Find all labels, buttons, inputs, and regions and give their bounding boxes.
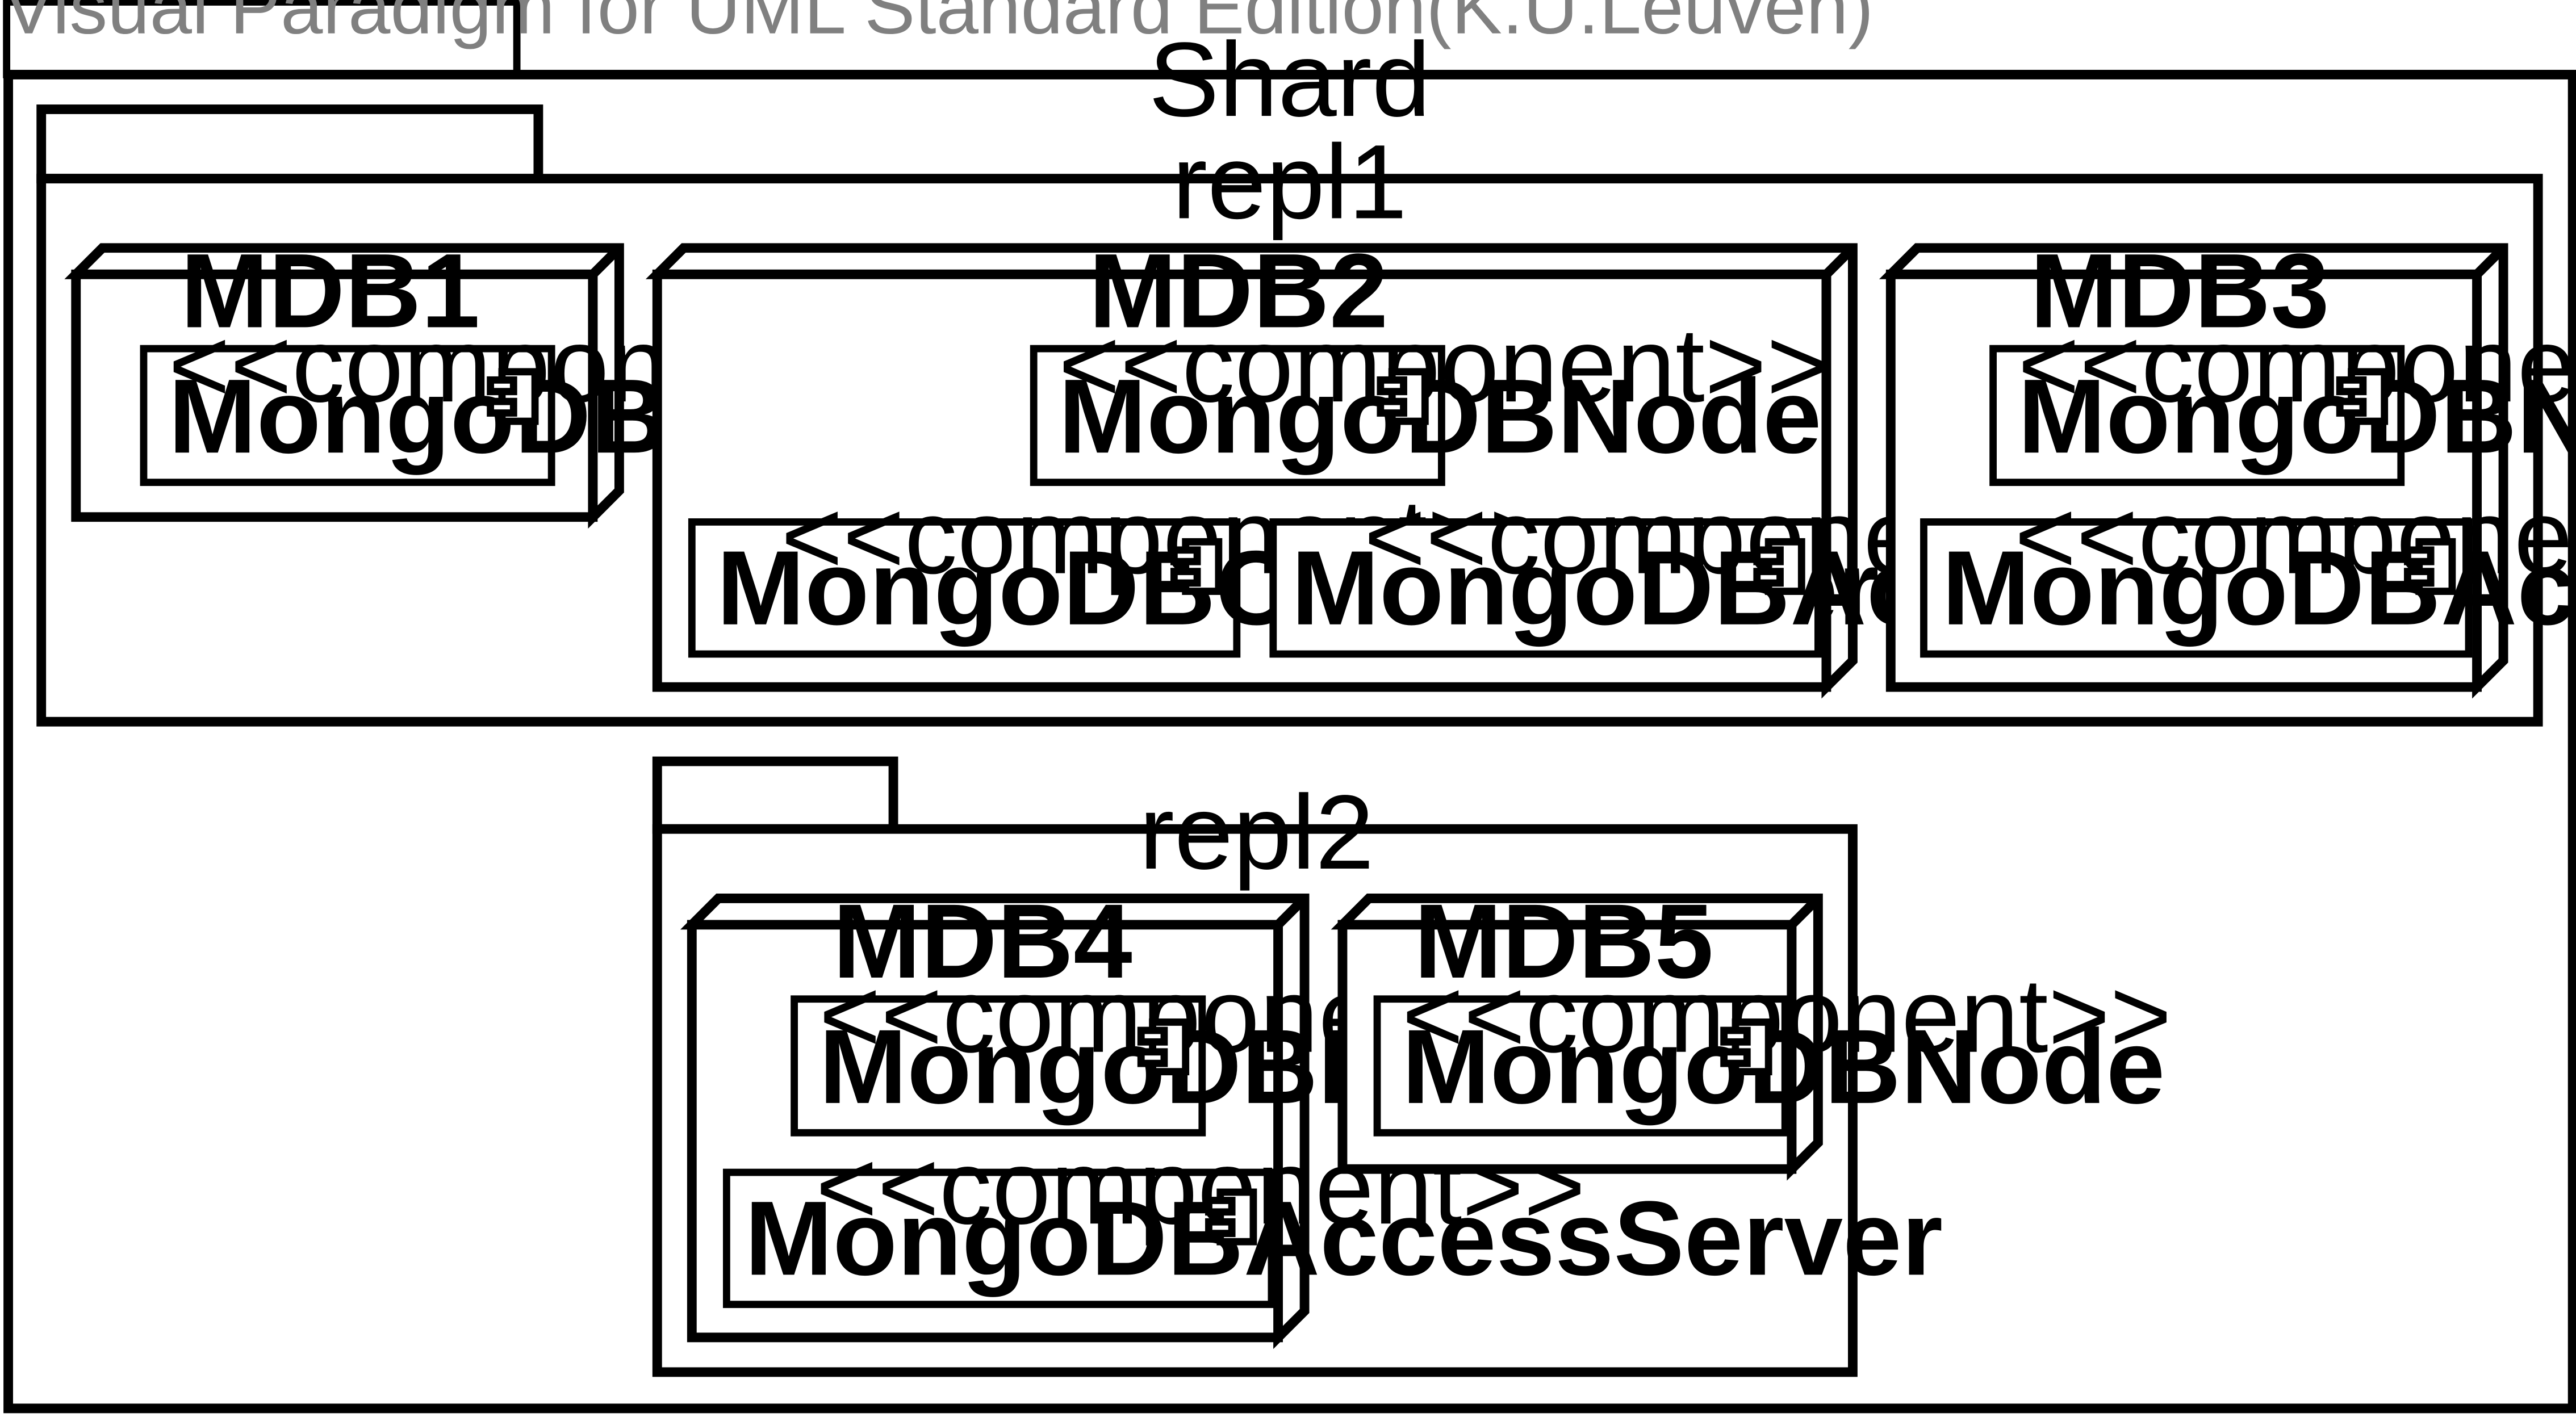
component-icon [2404,538,2456,595]
component-mongodbnode[interactable]: <<component>> MongoDBNode [1373,957,2172,1137]
component-mongodbaccessserver[interactable]: <<component>> MongoDBAccessServer [722,1129,1943,1309]
node-mdb1[interactable]: MDB1 <<component>> MongoDBNode [64,232,938,529]
component-icon [1753,538,1805,595]
component-name: MongoDBAccessServer [1942,530,2576,647]
component-mongodbnode[interactable]: <<component>> MongoDBNode [1030,307,1828,487]
node-mdb5[interactable]: MDB5 <<component>> MongoDBNode [1331,883,2172,1181]
component-mongodbnode[interactable]: <<component>> MongoDBNode [1989,307,2576,487]
node-mdb2-label: MDB2 [1089,232,1388,350]
package-shard-label: Shard [1149,21,1431,139]
watermark-frame: Visual Paradigm for UML Standard Edition… [3,0,1874,78]
component-mongodbaccessserver[interactable]: <<component>> MongoDBAccessServer [1920,479,2576,658]
component-icon [2336,368,2389,425]
package-repl1-label: repl1 [1172,123,1407,241]
watermark-text: Visual Paradigm for UML Standard Edition… [3,0,1874,50]
component-stereotype: <<component>> [2018,307,2576,424]
node-mdb4-label: MDB4 [833,883,1132,1000]
component-icon [1170,538,1223,595]
node-mdb3-label: MDB3 [2030,232,2330,350]
node-mdb5-label: MDB5 [1414,883,1713,1000]
component-stereotype: <<component>> [2014,479,2576,596]
component-stereotype: <<component>> [1402,957,2172,1075]
component-icon [1205,1188,1257,1246]
component-name: MongoDBAccessServer [745,1180,1943,1297]
component-stereotype: <<component>> [1059,307,1828,424]
component-icon [487,368,539,425]
component-icon [1377,368,1429,425]
component-icon [1137,1018,1190,1076]
component-name: MongoDBNode [2018,358,2576,475]
node-mdb2[interactable]: MDB2 <<component>> MongoDBNode <<compone… [645,232,2489,699]
package-repl2-label: repl2 [1139,774,1374,891]
component-icon [1720,1018,1772,1076]
component-name: MongoDBNode [1059,358,1822,475]
node-mdb1-label: MDB1 [181,232,480,350]
component-name: MongoDBNode [1402,1008,2165,1126]
node-mdb3[interactable]: MDB3 <<component>> MongoDBNode <<compone… [1879,232,2576,699]
